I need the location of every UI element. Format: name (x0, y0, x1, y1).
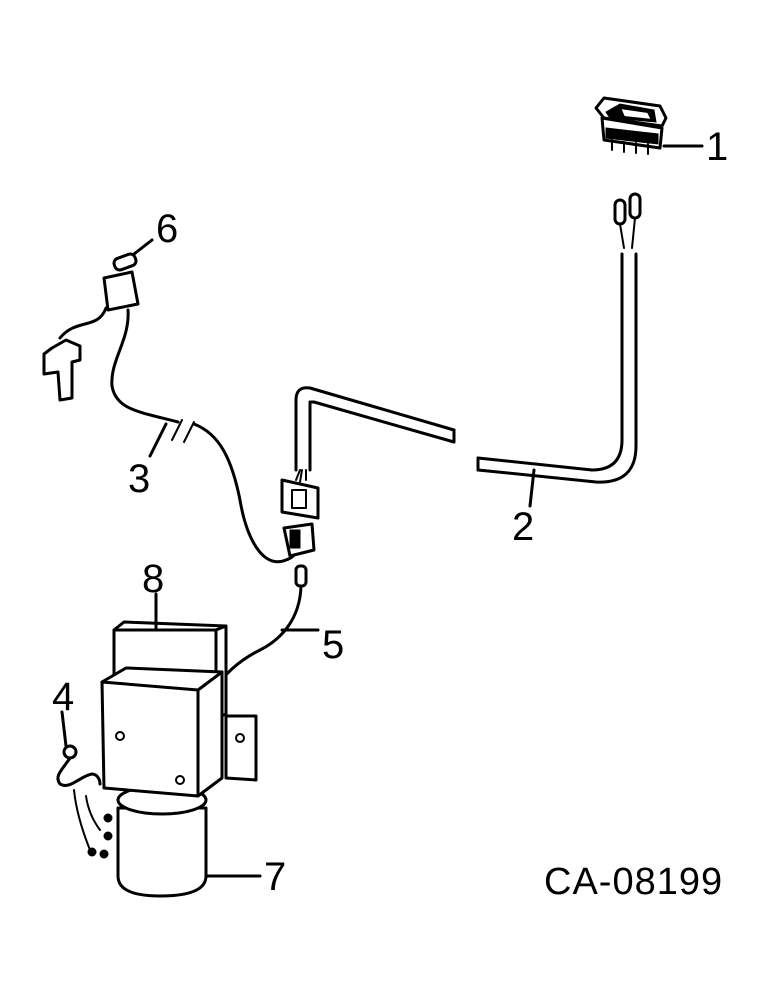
callout-5: 5 (322, 623, 344, 667)
part-5-lead (214, 564, 308, 690)
callout-2: 2 (512, 505, 534, 549)
callout-7: 7 (264, 855, 286, 899)
callout-4: 4 (52, 675, 74, 719)
callout-1: 1 (706, 125, 728, 169)
leader-2 (528, 468, 536, 508)
drawing-code: CA-08199 (544, 861, 723, 903)
part-4-ground (56, 744, 102, 857)
callout-6: 6 (156, 207, 178, 251)
callout-3: 3 (128, 457, 150, 501)
leader-4 (60, 710, 68, 748)
part-2-harness (280, 192, 642, 520)
part-6-fuse (112, 252, 138, 272)
leader-3 (148, 422, 168, 458)
part-7-motor (99, 666, 224, 898)
part-1-switch (594, 96, 668, 155)
part-3-wire (42, 270, 316, 564)
callout-8: 8 (142, 557, 164, 601)
leader-6 (132, 238, 154, 256)
